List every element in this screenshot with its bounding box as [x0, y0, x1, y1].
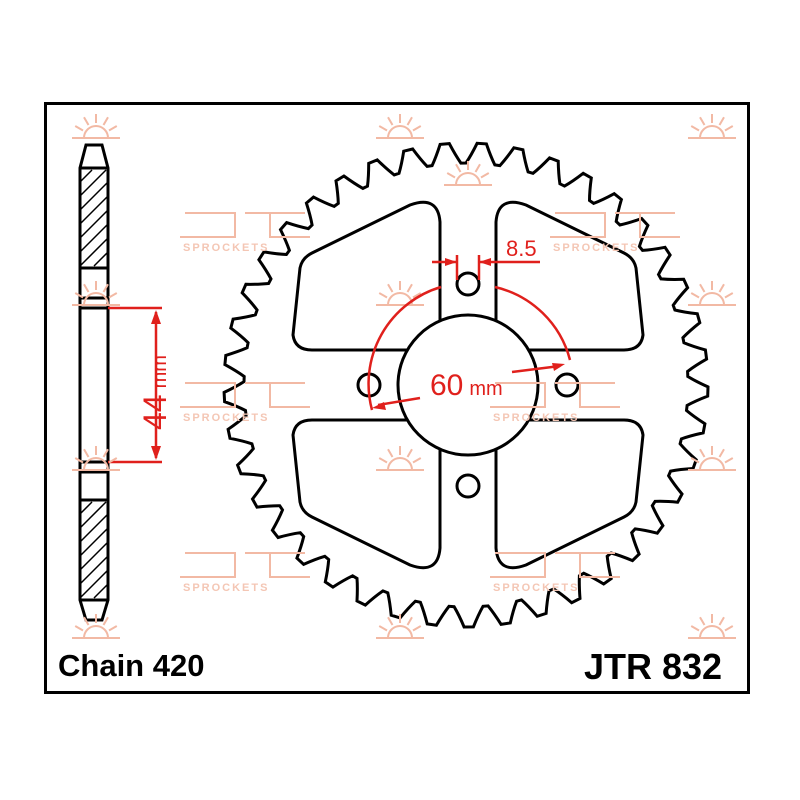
center-bore	[396, 313, 540, 457]
hatch-line	[79, 169, 93, 183]
svg-text:SPROCKETS: SPROCKETS	[183, 242, 269, 254]
bolt-hole-label: 8.5	[506, 236, 537, 261]
hatch-line	[79, 501, 107, 529]
part-number-title: JTR 832	[584, 646, 723, 687]
hatch-line	[79, 209, 109, 239]
offset-dimension	[108, 306, 162, 464]
offset-label: 44mm	[137, 355, 173, 430]
hatch-line	[79, 181, 109, 211]
sun-logo-icon	[72, 446, 120, 471]
chain-size-label: Chain 420	[58, 648, 205, 683]
hatch-line	[93, 583, 109, 599]
sun-logo-icon	[376, 446, 424, 471]
svg-text:SPROCKETS: SPROCKETS	[493, 412, 579, 424]
svg-text:SPROCKETS: SPROCKETS	[553, 242, 639, 254]
svg-text:SPROCKETS: SPROCKETS	[493, 582, 579, 594]
jt-sprockets-watermark: SPROCKETS	[180, 382, 310, 424]
hatch-line	[79, 555, 109, 585]
sun-logo-icon	[376, 281, 424, 306]
hatch-line	[79, 223, 109, 253]
hatch-line	[79, 513, 109, 543]
chain-profile	[78, 143, 110, 622]
svg-text:SPROCKETS: SPROCKETS	[183, 582, 269, 594]
jt-sprockets-watermark: SPROCKETS	[180, 212, 310, 254]
sun-logo-icon	[688, 281, 736, 306]
hatch-line	[79, 501, 93, 515]
sun-logo-icon	[72, 114, 120, 139]
sun-logo-icon	[688, 614, 736, 639]
jt-sprockets-watermark: SPROCKETS	[490, 382, 620, 424]
sun-logo-icon	[688, 446, 736, 471]
hatch-line	[79, 237, 109, 267]
hatch-line	[79, 169, 107, 197]
sun-logo-icon	[72, 281, 120, 306]
sun-logo-icon	[688, 114, 736, 139]
jt-sprockets-watermark: SPROCKETS	[180, 552, 310, 594]
drawing-frame	[44, 102, 750, 694]
sun-logo-icon	[376, 614, 424, 639]
hatch-line	[93, 251, 109, 267]
jt-sprockets-watermark: SPROCKETS	[490, 552, 620, 594]
hatch-line	[79, 195, 109, 225]
watermark-layer: SPROCKETS SPROCKETS SPROCKETS SPROCKETS SPRO…	[72, 114, 736, 639]
hatch-line	[79, 527, 109, 557]
sun-logo-icon	[376, 114, 424, 139]
hatch-line	[79, 569, 109, 599]
svg-text:SPROCKETS: SPROCKETS	[183, 412, 269, 424]
jt-sprockets-watermark: SPROCKETS	[550, 212, 680, 254]
pcd-dimension	[367, 255, 572, 411]
sun-logo-icon	[72, 614, 120, 639]
sun-logo-icon	[444, 161, 492, 186]
hatch-line	[79, 541, 109, 571]
